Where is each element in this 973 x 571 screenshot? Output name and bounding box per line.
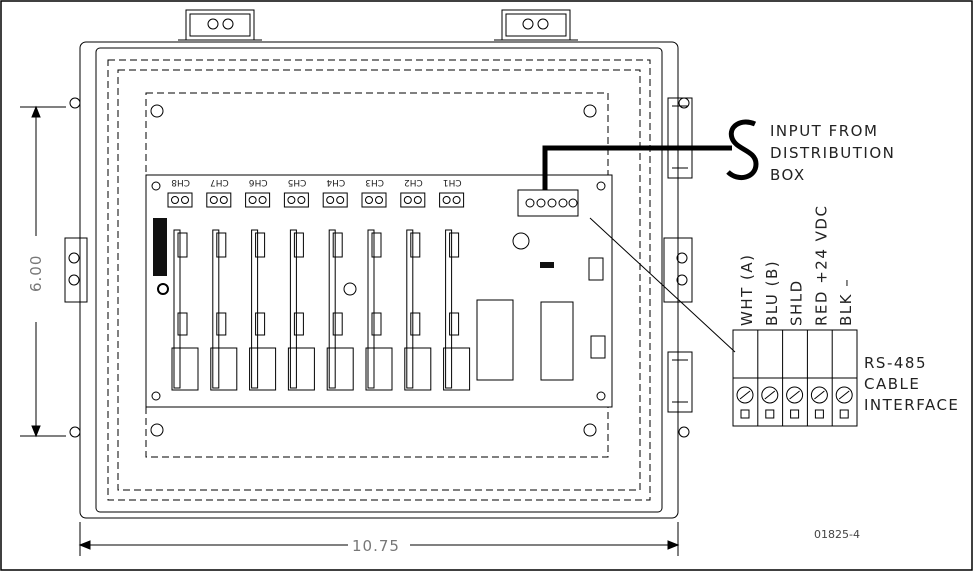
channel-ch7: CH7 [206, 177, 238, 391]
interface-label-line1: RS-485 [864, 354, 927, 372]
top-hinge-left [178, 9, 262, 41]
rs485-terminal-block [732, 329, 858, 427]
terminal-3 [782, 330, 804, 426]
terminal-5 [831, 330, 853, 426]
channel-label: CH5 [288, 177, 307, 187]
input-label-line3: BOX [770, 166, 806, 184]
channel-ch3: CH3 [361, 177, 393, 391]
terminal-leader-line [589, 217, 736, 353]
wire-label: BLK – [837, 278, 855, 326]
channel-ch5: CH5 [283, 177, 315, 391]
channel-label: CH4 [326, 177, 345, 187]
terminal-2 [757, 330, 779, 426]
width-dimension-label: 10.75 [352, 537, 400, 555]
interface-label-line3: INTERFACE [864, 396, 959, 414]
interface-label-line2: CABLE [864, 375, 920, 393]
input-cable [517, 119, 759, 217]
top-hinge-right [494, 9, 578, 41]
wire-label: SHLD [788, 279, 806, 326]
wire-label: BLU (B) [763, 260, 781, 326]
wire-label: RED +24 VDC [812, 205, 830, 326]
channel-label: CH3 [365, 177, 384, 187]
height-dimension [20, 105, 66, 438]
channel-label: CH7 [210, 177, 229, 187]
channel-label: CH6 [249, 177, 268, 187]
drawing-number: 01825-4 [814, 528, 860, 541]
width-dimension [78, 522, 680, 556]
channel-ch2: CH2 [400, 177, 432, 391]
wire-labels: WHT (A) BLU (B) SHLD RED +24 VDC BLK – [738, 205, 855, 326]
input-label-line1: INPUT FROM [770, 122, 878, 140]
channel-ch4: CH4 [322, 177, 354, 391]
channel-ch8: CH8 [167, 177, 199, 391]
terminal-1 [736, 386, 754, 419]
terminal-4 [806, 330, 828, 426]
channel-label: CH1 [443, 177, 462, 187]
circuit-board: CH8 CH7 CH6 CH5 CH4 CH3 CH2 CH1 [145, 174, 613, 408]
input-label-line2: DISTRIBUTION [770, 144, 895, 162]
height-dimension-label: 6.00 [27, 255, 45, 292]
channel-ch1: CH1 [439, 177, 471, 391]
channel-ch6: CH6 [245, 177, 277, 391]
wire-label: WHT (A) [738, 253, 756, 326]
channel-label: CH8 [171, 177, 190, 187]
channel-label: CH2 [404, 177, 423, 187]
